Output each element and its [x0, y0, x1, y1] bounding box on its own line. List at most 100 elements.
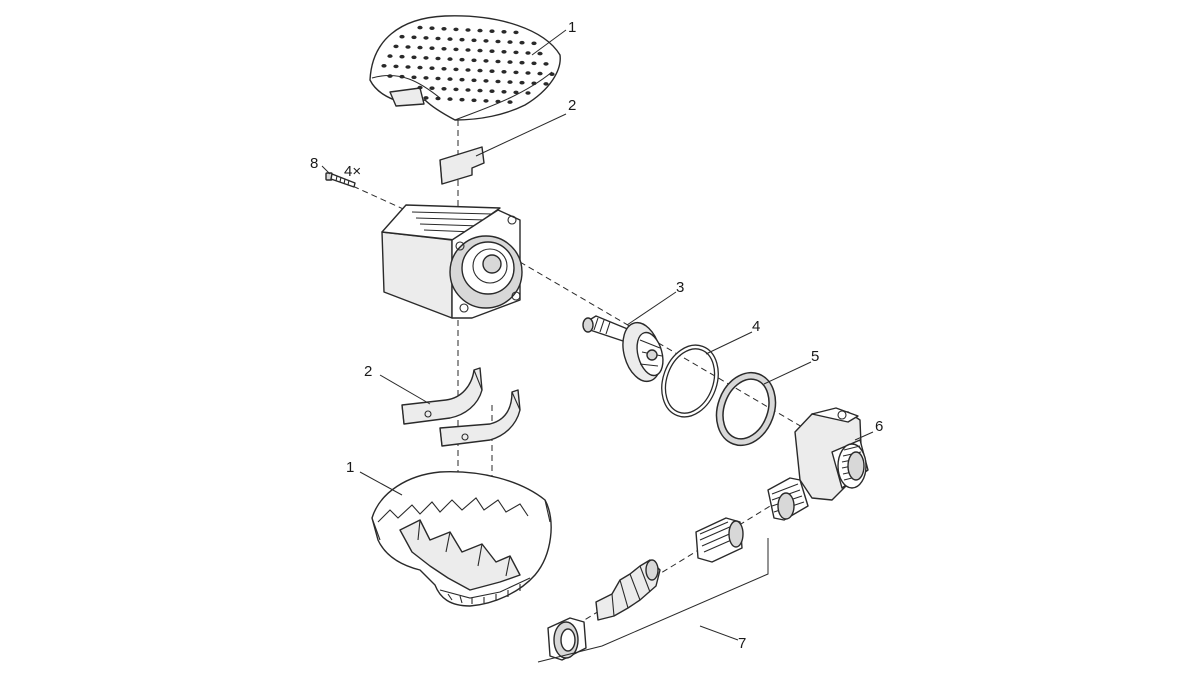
perforation-hole: [489, 69, 495, 73]
pump-outlet-housing: [767, 407, 869, 521]
perforation-hole: [411, 75, 417, 80]
perforation-hole: [525, 51, 531, 55]
leader-lines: [321, 29, 874, 641]
perforation-hole: [477, 68, 483, 73]
perforation-hole: [417, 45, 423, 50]
perforation-hole: [519, 40, 525, 45]
perforation-hole: [405, 45, 411, 49]
perforation-hole: [441, 27, 447, 31]
perforation-hole: [465, 88, 471, 92]
callout-2-top: 2: [568, 97, 576, 114]
perforation-hole: [549, 72, 555, 76]
perforation-hole: [393, 64, 399, 69]
callout-8: 8: [310, 155, 318, 172]
o-ring: [661, 344, 719, 418]
rotor-impeller: [582, 315, 664, 383]
perforation-hole: [471, 38, 477, 43]
perforation-hole: [453, 27, 459, 32]
perforation-hole: [387, 54, 393, 58]
perforation-hole: [405, 65, 411, 69]
perforation-hole: [519, 60, 525, 65]
perforation-hole: [411, 35, 417, 40]
perforation-hole: [489, 29, 495, 33]
perforation-hole: [465, 28, 471, 32]
perforation-hole: [471, 98, 477, 103]
perforation-hole: [417, 65, 423, 70]
seal-ring: [715, 371, 777, 447]
perforation-hole: [483, 79, 489, 83]
callout-5: 5: [811, 348, 819, 365]
perforation-hole: [513, 90, 519, 95]
perforation-hole: [423, 56, 429, 60]
perforation-hole: [453, 67, 459, 72]
perforation-hole: [477, 28, 483, 33]
strainer-top-cover: [369, 15, 561, 121]
perforation-hole: [483, 99, 489, 103]
perforation-hole: [477, 88, 483, 93]
perforation-hole: [501, 70, 507, 74]
perforation-hole: [531, 41, 537, 46]
perforation-hole: [399, 74, 405, 79]
perforation-hole: [465, 48, 471, 52]
perforation-hole: [447, 97, 453, 101]
perforation-hole: [483, 59, 489, 63]
perforation-hole: [453, 47, 459, 52]
callout-7: 7: [738, 635, 746, 652]
perforation-hole: [471, 58, 477, 63]
perforation-hole: [459, 37, 465, 42]
perforation-hole: [417, 85, 423, 90]
perforation-hole: [513, 30, 519, 35]
perforation-hole: [501, 30, 507, 34]
perforation-hole: [495, 99, 501, 104]
perforation-hole: [417, 25, 423, 30]
callout-2-bottom: 2: [364, 363, 372, 380]
perforation-hole: [471, 78, 477, 83]
perforation-hole: [543, 82, 549, 86]
perforation-hole: [411, 55, 417, 60]
perforation-hole: [501, 50, 507, 54]
perforation-hole: [435, 96, 441, 101]
perforation-hole: [525, 91, 531, 95]
top-clip-plate: [439, 146, 485, 185]
callout-1-top: 1: [568, 19, 576, 36]
perforation-hole: [453, 87, 459, 92]
perforation-hole: [519, 80, 525, 85]
perforation-hole: [507, 40, 513, 44]
perforation-hole: [393, 44, 399, 49]
perforation-hole: [435, 76, 441, 81]
perforation-hole: [495, 59, 501, 64]
callout-8-quantity: 4×: [344, 163, 361, 180]
perforation-hole: [459, 77, 465, 82]
motor-housing: [381, 204, 523, 319]
perforation-hole: [441, 67, 447, 71]
perforation-hole: [525, 71, 531, 75]
perforation-hole: [501, 90, 507, 94]
perforation-hole: [381, 64, 387, 68]
strainer-base: [371, 471, 552, 607]
perforation-hole: [489, 49, 495, 53]
perforation-hole: [399, 34, 405, 39]
perforation-hole: [429, 86, 435, 90]
perforation-hole: [507, 80, 513, 84]
bottom-support-clips: [401, 367, 521, 447]
callout-6: 6: [875, 418, 883, 435]
perforation-hole: [495, 79, 501, 84]
perforation-hole: [429, 26, 435, 31]
perforation-hole: [423, 96, 429, 100]
perforation-hole: [429, 46, 435, 50]
perforation-hole: [423, 76, 429, 80]
screw: [325, 172, 356, 188]
perforation-hole: [489, 89, 495, 93]
perforation-hole: [537, 51, 543, 56]
perforation-hole: [537, 71, 543, 76]
perforation-hole: [513, 70, 519, 75]
perforation-hole: [441, 87, 447, 91]
strainer-perforations: [381, 25, 555, 104]
perforation-hole: [495, 39, 501, 44]
perforation-hole: [543, 62, 549, 66]
perforation-hole: [465, 68, 471, 72]
perforation-hole: [531, 81, 537, 86]
perforation-hole: [531, 61, 537, 66]
perforation-hole: [459, 97, 465, 102]
